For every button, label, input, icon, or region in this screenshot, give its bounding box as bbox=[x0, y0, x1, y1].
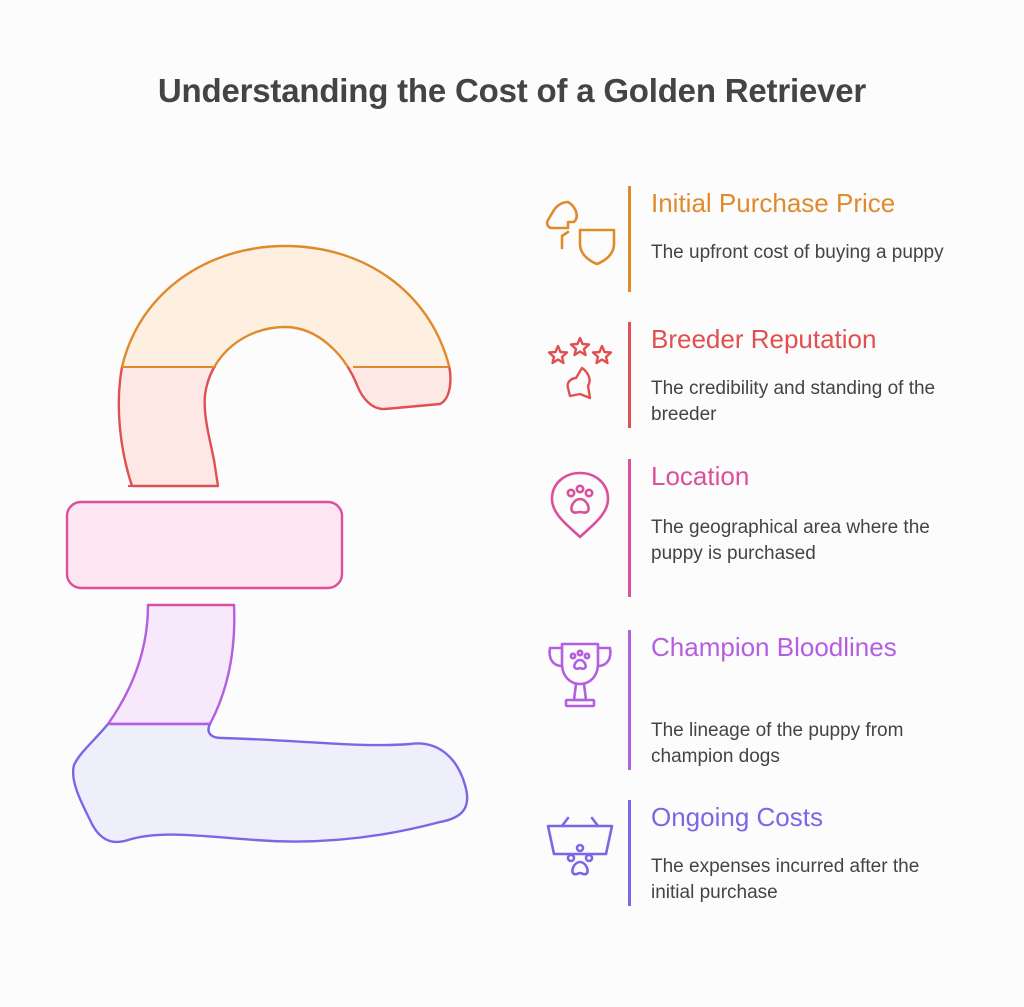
factor-description: The expenses incurred after the initial … bbox=[651, 856, 920, 903]
factor-heading: Champion Bloodlines bbox=[651, 632, 897, 662]
pound-band-orange bbox=[120, 244, 451, 367]
paw-basket-icon bbox=[546, 816, 614, 876]
pound-sign-graphic bbox=[65, 244, 469, 844]
factor-divider bbox=[628, 186, 631, 292]
pound-band-red bbox=[117, 367, 452, 486]
dog-shield-icon bbox=[545, 200, 616, 266]
factor-description: The upfront cost of buying a puppy bbox=[651, 242, 944, 263]
paw-pin-icon bbox=[550, 471, 610, 539]
factor-divider bbox=[628, 322, 631, 428]
pound-band-purple bbox=[106, 605, 236, 724]
pound-arc bbox=[120, 244, 451, 367]
factor-heading: Initial Purchase Price bbox=[651, 188, 896, 218]
pound-band-violet bbox=[71, 724, 469, 844]
pound-band-pink bbox=[65, 486, 344, 605]
factor-description: The lineage of the puppy from champion d… bbox=[651, 720, 904, 767]
factor-heading: Ongoing Costs bbox=[651, 802, 823, 832]
factor-description: The credibility and standing of the bree… bbox=[651, 378, 936, 425]
factor-divider bbox=[628, 459, 631, 597]
factor-heading: Breeder Reputation bbox=[651, 324, 877, 354]
paw-trophy-icon bbox=[548, 642, 612, 708]
factor-description: The geographical area where the puppy is… bbox=[651, 517, 930, 564]
pound-arc bbox=[117, 367, 452, 486]
pound-stem bbox=[106, 605, 236, 724]
factor-heading: Location bbox=[651, 461, 750, 491]
factor-divider bbox=[628, 630, 631, 770]
diagram-title: Understanding the Cost of a Golden Retri… bbox=[157, 72, 867, 109]
pound-base bbox=[71, 724, 469, 844]
pound-crossbar bbox=[65, 500, 344, 590]
factor-divider bbox=[628, 800, 631, 906]
stars-dog-icon bbox=[547, 336, 613, 400]
